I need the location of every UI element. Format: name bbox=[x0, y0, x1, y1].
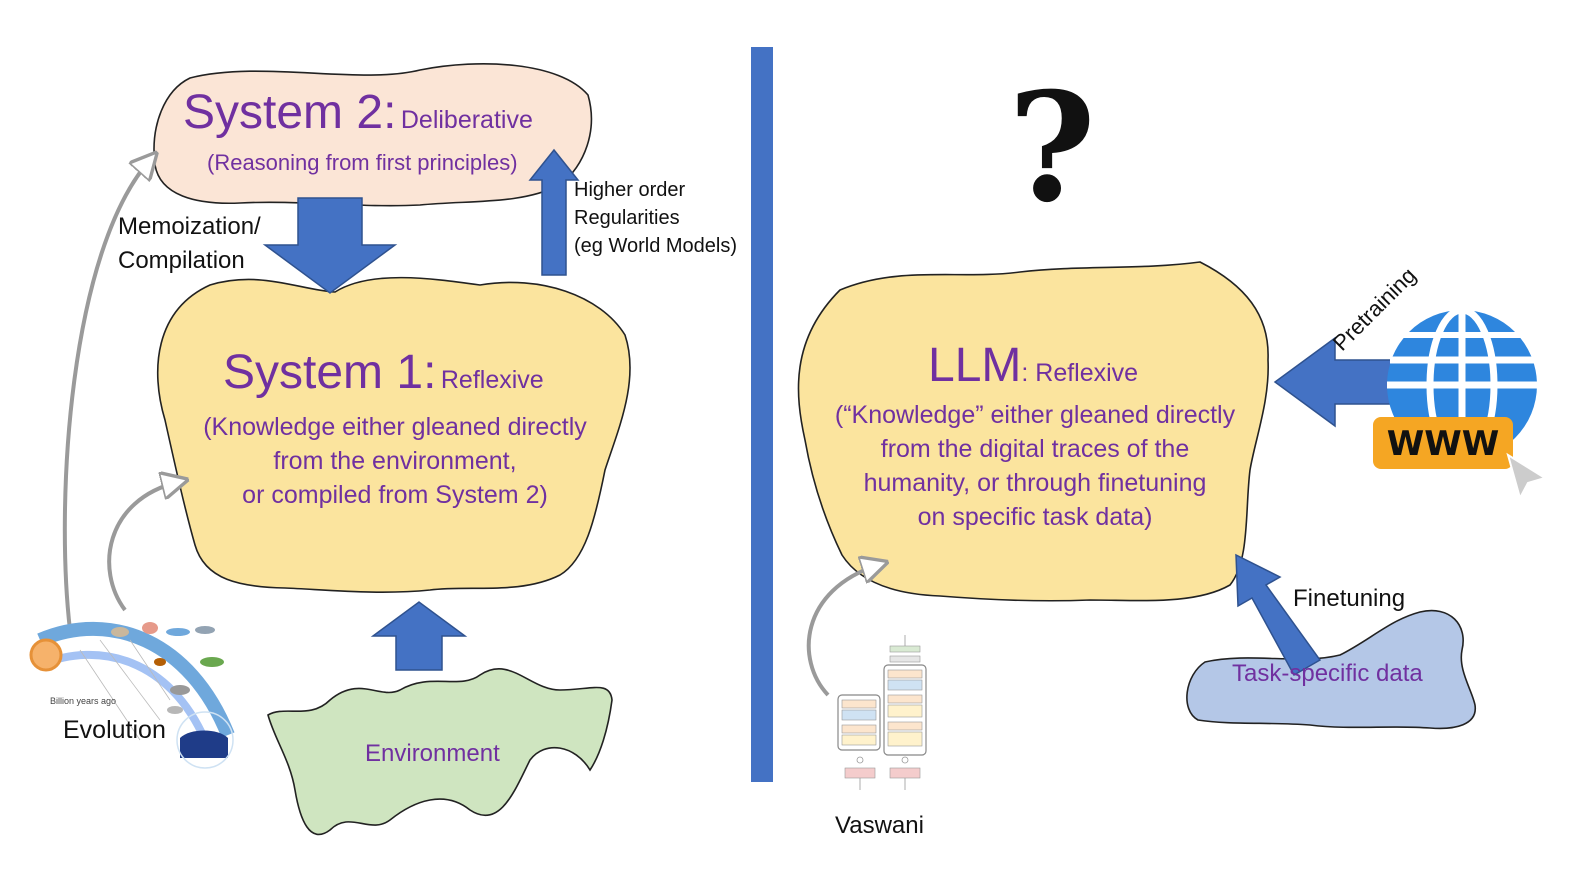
www-label: WWW bbox=[1387, 424, 1500, 464]
system1-blob bbox=[156, 276, 631, 593]
llm-description-line: on specific task data) bbox=[917, 503, 1153, 531]
memoization-arrow bbox=[262, 197, 398, 294]
finetuning-arrow bbox=[1235, 553, 1322, 677]
system2-blob bbox=[153, 63, 593, 207]
finetuning-label: Finetuning bbox=[1293, 585, 1406, 612]
system1-description-line: from the environment, bbox=[273, 447, 517, 475]
sun-icon bbox=[29, 638, 63, 672]
vaswani-label: Vaswani bbox=[835, 812, 924, 839]
system1-description: (Knowledge either gleaned directly from … bbox=[180, 410, 610, 512]
evolution-timeline-illustration bbox=[29, 621, 235, 769]
system2-heading: System 2: Deliberative bbox=[183, 85, 533, 140]
llm-description: (“Knowledge” either gleaned directly fro… bbox=[810, 398, 1260, 534]
system2-description: (Reasoning from first principles) bbox=[207, 150, 518, 175]
system2-title: System 2: bbox=[183, 86, 397, 139]
evolution-label: Evolution bbox=[63, 716, 166, 744]
environment-arrow bbox=[370, 601, 468, 671]
memoization-label-line: Memoization/ bbox=[118, 213, 261, 240]
task-data-label: Task-specific data bbox=[1232, 660, 1423, 687]
system1-description-line: or compiled from System 2) bbox=[242, 481, 548, 509]
task-data-blob bbox=[1186, 609, 1476, 730]
evolution-to-system1-arrow bbox=[107, 482, 178, 612]
memoization-label-line: Compilation bbox=[118, 247, 245, 274]
environment-blob bbox=[267, 668, 613, 836]
higher-order-label-line: (eg World Models) bbox=[574, 235, 738, 257]
llm-description-line: from the digital traces of the bbox=[880, 435, 1190, 463]
evolution-to-system2-arrow bbox=[62, 160, 150, 631]
evolution-caption: Billion years ago bbox=[50, 696, 116, 706]
llm-description-line: humanity, or through finetuning bbox=[863, 469, 1207, 497]
llm-subtitle: : Reflexive bbox=[1021, 359, 1139, 387]
question-mark: ? bbox=[1008, 60, 1096, 236]
system1-subtitle: Reflexive bbox=[440, 366, 544, 394]
llm-description-line: (“Knowledge” either gleaned directly bbox=[834, 401, 1236, 429]
memoization-label: Memoization/ Compilation bbox=[118, 210, 261, 278]
higher-order-arrow bbox=[528, 148, 580, 276]
transformer-diagram-illustration bbox=[837, 635, 927, 790]
system1-heading: System 1: Reflexive bbox=[223, 345, 544, 400]
system1-description-line: (Knowledge either gleaned directly bbox=[203, 413, 587, 441]
center-divider bbox=[751, 47, 773, 782]
llm-blob bbox=[797, 261, 1269, 602]
system2-subtitle: Deliberative bbox=[400, 106, 533, 134]
llm-heading: LLM: Reflexive bbox=[928, 338, 1138, 393]
globe-icon bbox=[1373, 306, 1548, 501]
llm-title: LLM bbox=[928, 339, 1022, 392]
higher-order-label-line: Higher order bbox=[574, 179, 686, 201]
vaswani-to-llm-arrow bbox=[806, 565, 878, 697]
environment-label: Environment bbox=[365, 740, 500, 767]
cursor-icon bbox=[1506, 452, 1548, 501]
system1-title: System 1: bbox=[223, 346, 437, 399]
higher-order-label: Higher order Regularities (eg World Mode… bbox=[574, 176, 737, 260]
higher-order-label-line: Regularities bbox=[574, 207, 680, 229]
pretraining-arrow bbox=[1273, 336, 1394, 428]
